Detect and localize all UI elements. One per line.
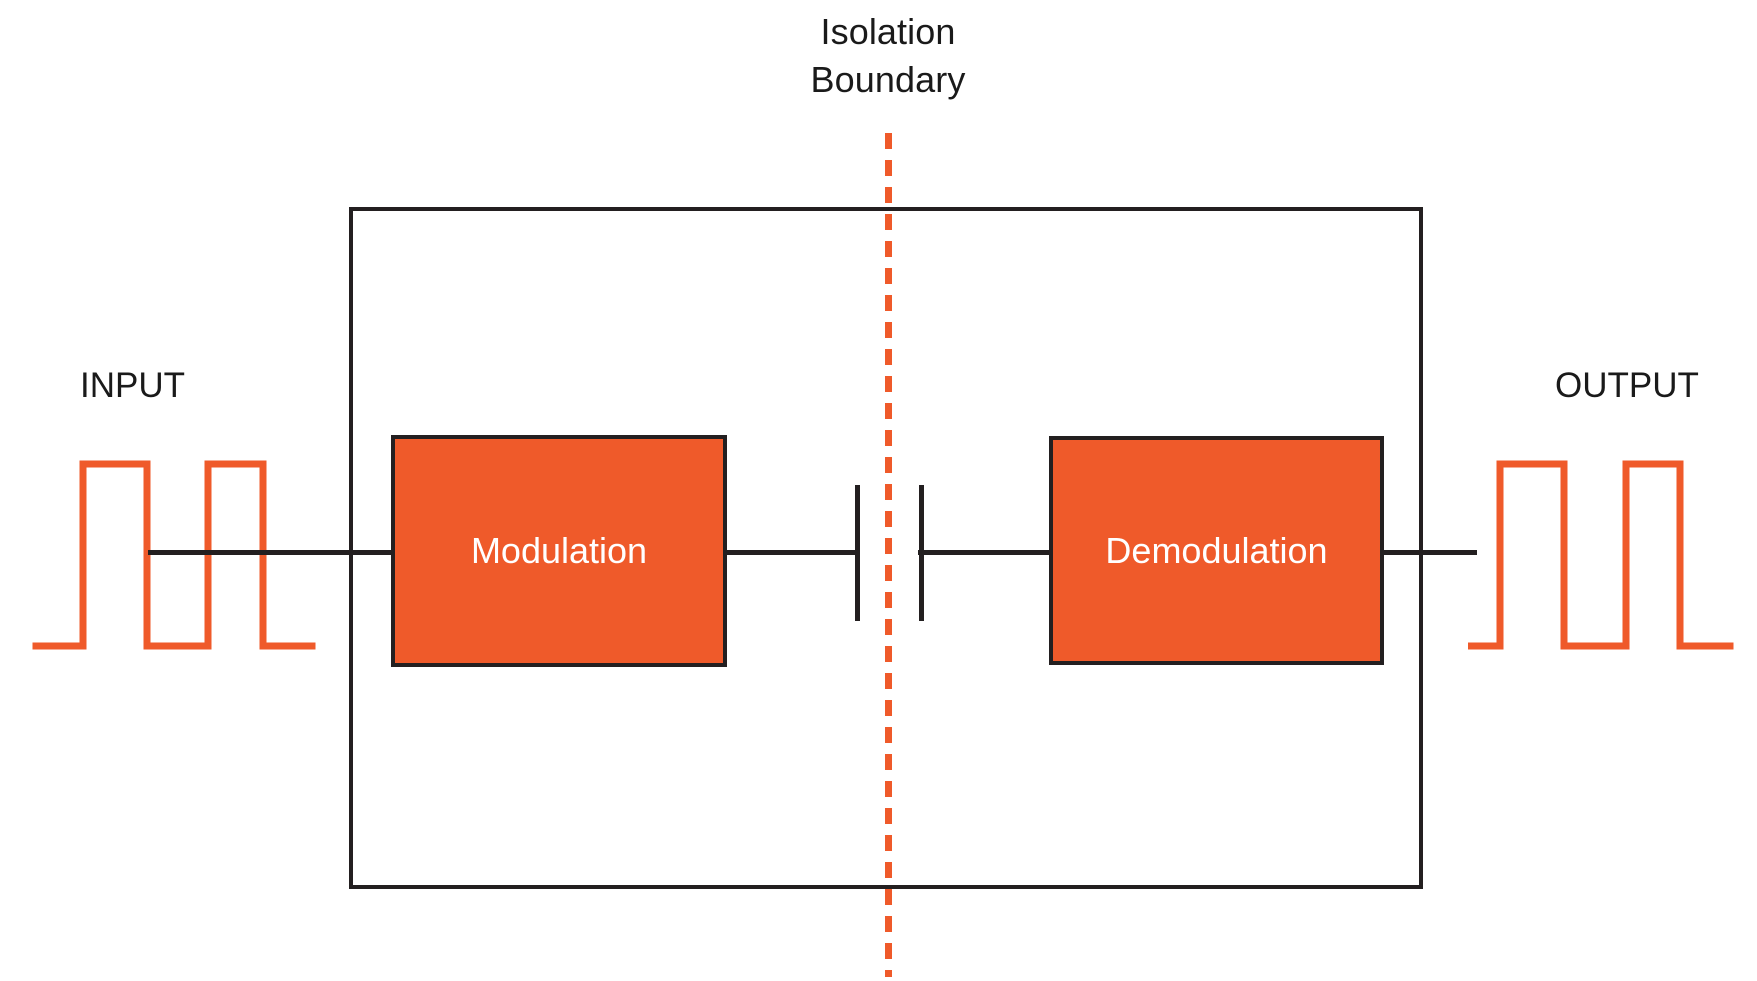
wire-demodulation-to-output: [1382, 550, 1477, 555]
modulation-block-label: Modulation: [470, 530, 648, 571]
capacitor-plate-right-icon: [919, 485, 924, 621]
output-label: OUTPUT: [1555, 366, 1699, 405]
modulation-block[interactable]: Modulation: [391, 435, 727, 667]
input-label: INPUT: [80, 366, 185, 405]
input-waveform: [30, 450, 320, 660]
output-waveform: [1468, 450, 1743, 660]
input-waveform-svg: [32, 460, 316, 650]
wire-modulation-to-barrier: [725, 550, 858, 555]
demodulation-block[interactable]: Demodulation: [1049, 436, 1384, 665]
isolation-boundary-title: Isolation Boundary: [810, 11, 966, 100]
output-waveform-svg: [1468, 460, 1734, 650]
isolation-boundary-dashed-line: [885, 133, 892, 977]
input-waveform-trace: [32, 460, 316, 650]
wire-barrier-to-demodulation: [918, 550, 1051, 555]
wire-input-to-modulation: [148, 550, 393, 555]
capacitor-plate-left-icon: [855, 485, 860, 621]
output-waveform-trace: [1468, 460, 1734, 650]
demodulation-block-label: Demodulation: [1105, 529, 1328, 571]
